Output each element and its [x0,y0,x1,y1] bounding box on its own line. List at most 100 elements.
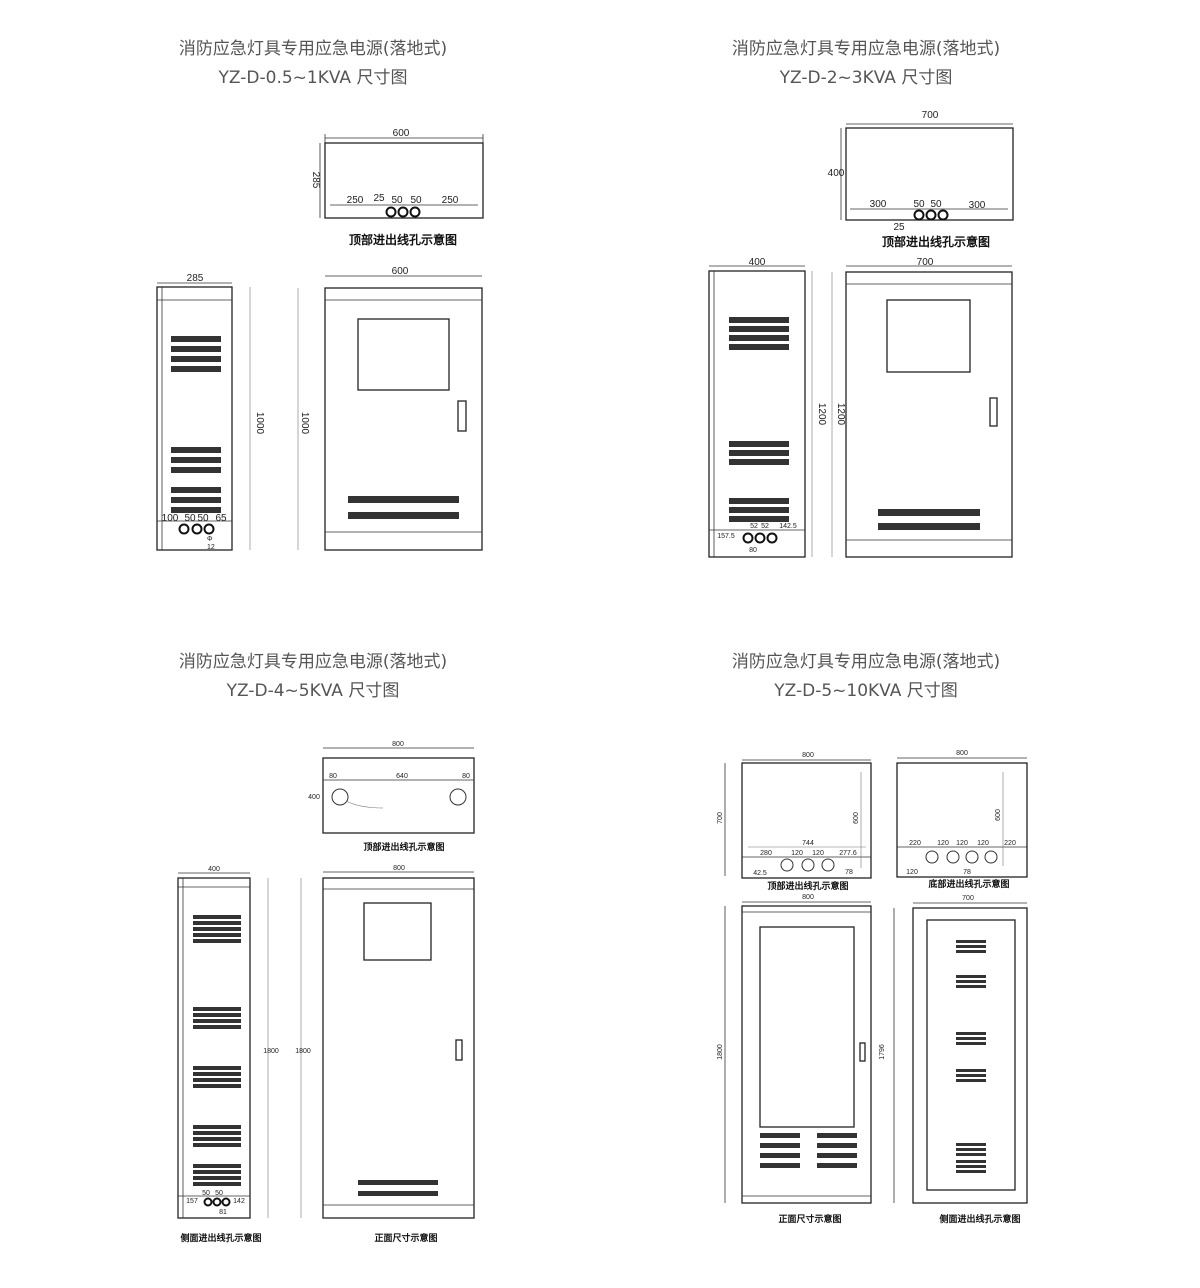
vent-slot [171,507,221,513]
dim: 120 [977,840,989,847]
panel-1-title: 消防应急灯具专用应急电源(落地式) YZ-D-0.5~1KVA 尺寸图 [33,35,593,93]
dim: 25 [893,222,905,233]
dim-depth: 700 [717,812,724,824]
vent-slot [956,1042,986,1045]
vent-slot [956,1170,986,1173]
vent-slot [193,1182,241,1186]
dim: 81 [219,1209,227,1216]
dim-height: 1200 [835,403,846,426]
dim-width: 700 [922,110,939,121]
dim-width: 800 [802,894,814,901]
panel-title: 消防应急灯具专用应急电源(落地式) [178,39,448,59]
panel-2-front-view: 700 1200 [831,257,1013,558]
panel-model: YZ-D-4~5KVA 尺寸图 [226,681,400,701]
vent-slot [171,356,221,362]
dim: 50 [184,513,196,524]
vent-slot [956,945,986,948]
cable-hole [780,858,794,872]
dim-depth: 400 [308,794,320,801]
dim: 120 [956,840,968,847]
dim-height: 1800 [263,1048,279,1055]
dim-height: 1000 [254,412,265,435]
dim-depth: 400 [828,168,845,179]
vent-slot [358,1180,438,1185]
vent-slot [193,1013,241,1017]
vent-slot [956,1069,986,1072]
vent-slot [956,1143,986,1146]
vent-slot [171,467,221,473]
window [363,902,432,961]
dim-width: 800 [956,750,968,757]
vent-slot [817,1133,857,1138]
caption: 顶部进出线孔示意图 [363,841,444,852]
vent-slot [729,516,789,522]
window [759,926,855,1128]
dim: 50 [930,199,942,210]
vent-slot [956,975,986,978]
vent-slot [171,346,221,352]
vent-slot [956,980,986,983]
vent-slot [956,1153,986,1156]
vent-slot [193,1025,241,1029]
panel-title: 消防应急灯具专用应急电源(落地式) [731,652,1001,672]
dim: 42.5 [753,870,767,877]
vent-slot [956,950,986,953]
vent-slot [956,1160,986,1163]
cable-hole [925,209,937,221]
dim: 50 [391,195,403,206]
vent-slot [729,317,789,323]
vent-slot [878,523,980,530]
panel-2-side-view: 400 1200 157.5 52 52 142.5 80 [708,257,827,558]
vent-slot [193,933,241,937]
cable-hole [937,209,949,221]
vent-slot [760,1133,800,1138]
cable-hole [331,788,349,806]
panel-1-top-view: 600 285 250 25 50 50 250 顶部进出线孔示意图 [310,128,484,247]
panel-4-top-view: 800 700 600 744 280 120 120 277.6 78 42.… [717,752,872,891]
panel-model: YZ-D-0.5~1KVA 尺寸图 [218,68,408,88]
vent-slot [956,1079,986,1082]
panel-4-side-view: 700 1796 侧面进出线孔示意图 [879,895,1028,1224]
dim: 744 [802,840,814,847]
vent-slot [729,326,789,332]
dim: 50 [913,199,925,210]
dim: 300 [969,200,986,211]
cable-hole [925,850,939,864]
vent-slot [171,336,221,342]
vent-slot [956,985,986,988]
dim: 250 [442,195,459,206]
door-handle [989,397,998,427]
vent-slot [348,496,459,503]
dim-width: 285 [187,273,204,284]
panel-2-title: 消防应急灯具专用应急电源(落地式) YZ-D-2~3KVA 尺寸图 [586,35,1146,93]
dim-height: 1200 [816,403,827,426]
vent-slot [171,497,221,503]
vent-slot [956,1148,986,1151]
vent-slot [729,335,789,341]
dim: 120 [812,850,824,857]
vent-slot [817,1153,857,1158]
vent-slot [817,1163,857,1168]
panel-3-side-view: 400 1800 157 50 50 142 81 侧面进出线孔示意图 [177,866,279,1243]
panel-1-front-view: 600 1000 [297,266,483,551]
panel-4-title: 消防应急灯具专用应急电源(落地式) YZ-D-5~10KVA 尺寸图 [586,648,1146,706]
dim-width: 600 [393,128,410,139]
vent-slot [171,447,221,453]
dim-height: 1800 [717,1044,724,1060]
panel-model: YZ-D-2~3KVA 尺寸图 [779,68,953,88]
dim-depth: 285 [310,172,321,189]
door-handle [859,1042,866,1062]
vent-slot [171,366,221,372]
dim-height: 1000 [299,412,310,435]
dim: 277.6 [839,850,857,857]
dim: 142.5 [779,523,797,530]
vent-slot [193,927,241,931]
cable-hole [409,206,421,218]
panel-model: YZ-D-5~10KVA 尺寸图 [774,681,958,701]
cable-hole [397,206,409,218]
vent-slot [193,1007,241,1011]
dim: 78 [963,869,971,876]
vent-slot [729,344,789,350]
vent-slot [193,1125,241,1129]
dim: Φ [207,536,213,543]
